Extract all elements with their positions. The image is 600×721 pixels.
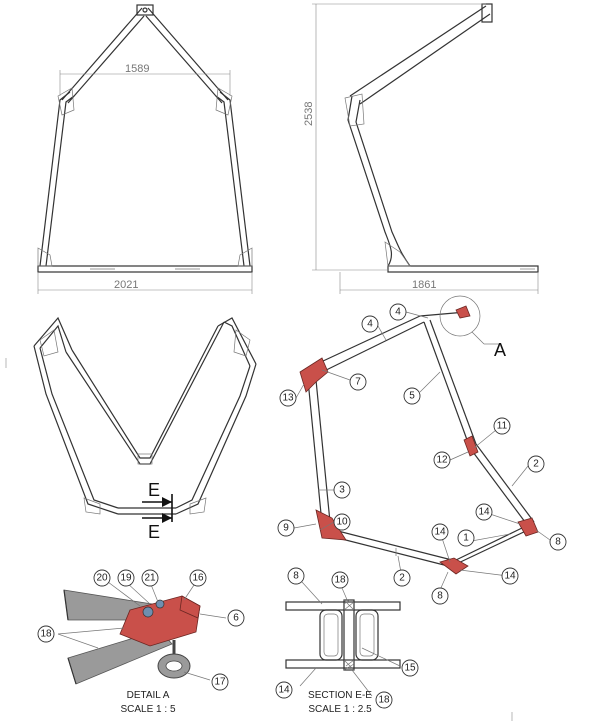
detail-balloon-21: 21 xyxy=(141,569,159,587)
balloon-12: 12 xyxy=(433,451,451,469)
top-view: E E xyxy=(33,316,257,542)
side-view: 2538 1861 xyxy=(303,3,539,294)
balloons: 4 4 7 13 5 11 12 2 3 9 10 14 14 1 8 14 2… xyxy=(37,303,567,709)
balloon-3: 3 xyxy=(333,481,351,499)
svg-text:1: 1 xyxy=(463,533,469,544)
detail-a-view: DETAIL A SCALE 1 : 5 xyxy=(57,581,227,715)
dim-front-base-width: 2021 xyxy=(114,279,138,291)
svg-text:4: 4 xyxy=(367,319,373,330)
section-balloon-18a: 18 xyxy=(331,571,349,589)
svg-text:18: 18 xyxy=(378,695,390,706)
svg-text:15: 15 xyxy=(404,663,416,674)
svg-text:8: 8 xyxy=(293,571,299,582)
section-balloon-18b: 18 xyxy=(375,691,393,709)
svg-text:13: 13 xyxy=(282,393,294,404)
isometric-leaders xyxy=(293,311,551,591)
section-balloon-8: 8 xyxy=(287,567,305,585)
svg-text:14: 14 xyxy=(278,685,290,696)
detail-balloon-16: 16 xyxy=(189,569,207,587)
isometric-view: A xyxy=(299,295,539,575)
detail-a-scale: SCALE 1 : 5 xyxy=(120,704,175,715)
svg-text:8: 8 xyxy=(555,537,561,548)
plate-9 xyxy=(315,509,347,541)
balloon-2b: 2 xyxy=(393,569,411,587)
balloon-7: 7 xyxy=(349,373,367,391)
detail-balloon-17: 17 xyxy=(211,673,229,691)
svg-text:4: 4 xyxy=(395,307,401,318)
dim-front-inner-width: 1589 xyxy=(125,63,149,75)
svg-text:2: 2 xyxy=(399,573,405,584)
svg-text:6: 6 xyxy=(233,613,239,624)
svg-text:11: 11 xyxy=(497,421,508,432)
bracket-a xyxy=(455,305,471,319)
svg-text:8: 8 xyxy=(437,591,443,602)
balloon-5: 5 xyxy=(403,387,421,405)
svg-text:14: 14 xyxy=(504,571,516,582)
svg-text:9: 9 xyxy=(283,523,289,534)
detail-balloon-19: 19 xyxy=(117,569,135,587)
svg-text:5: 5 xyxy=(409,391,415,402)
svg-text:14: 14 xyxy=(478,507,490,518)
svg-text:21: 21 xyxy=(144,573,156,584)
balloon-13: 13 xyxy=(279,389,297,407)
balloon-8b: 8 xyxy=(431,587,449,605)
section-ref-top: E xyxy=(148,480,160,500)
section-balloon-15: 15 xyxy=(401,659,419,677)
balloon-2a: 2 xyxy=(527,455,545,473)
detail-a-title: DETAIL A xyxy=(127,690,170,701)
detail-balloon-20: 20 xyxy=(93,569,111,587)
balloon-14a: 14 xyxy=(475,503,493,521)
plate-12 xyxy=(463,435,479,457)
svg-text:12: 12 xyxy=(436,455,448,466)
balloon-4a: 4 xyxy=(361,315,379,333)
svg-text:7: 7 xyxy=(355,377,361,388)
section-e-e-view: SECTION E-E SCALE 1 : 2.5 xyxy=(285,581,401,715)
section-ref-bottom: E xyxy=(148,522,160,542)
svg-text:18: 18 xyxy=(334,575,346,586)
plate-7 xyxy=(299,357,329,393)
balloon-9: 9 xyxy=(277,519,295,537)
balloon-14c: 14 xyxy=(501,567,519,585)
svg-text:17: 17 xyxy=(214,677,226,688)
detail-balloon-6: 6 xyxy=(227,609,245,627)
dim-side-base-depth: 1861 xyxy=(412,279,436,291)
balloon-4b: 4 xyxy=(389,303,407,321)
svg-text:19: 19 xyxy=(120,573,132,584)
section-balloon-14: 14 xyxy=(275,681,293,699)
svg-text:10: 10 xyxy=(336,517,348,528)
front-view: 1589 2021 xyxy=(37,4,253,294)
balloon-10: 10 xyxy=(333,513,351,531)
plate-8 xyxy=(517,517,539,537)
dim-side-height: 2538 xyxy=(303,102,315,126)
svg-text:3: 3 xyxy=(339,485,345,496)
balloon-14b: 14 xyxy=(431,523,449,541)
balloon-8a: 8 xyxy=(549,533,567,551)
svg-text:16: 16 xyxy=(192,573,204,584)
detail-balloon-18: 18 xyxy=(37,625,55,643)
balloon-11: 11 xyxy=(493,417,511,435)
balloon-1: 1 xyxy=(457,529,475,547)
svg-text:2: 2 xyxy=(533,459,539,470)
detail-ref: A xyxy=(494,340,506,360)
section-scale: SCALE 1 : 2.5 xyxy=(308,704,372,715)
svg-text:20: 20 xyxy=(96,573,108,584)
svg-text:14: 14 xyxy=(434,527,446,538)
svg-text:18: 18 xyxy=(40,629,52,640)
section-title: SECTION E-E xyxy=(308,690,372,701)
